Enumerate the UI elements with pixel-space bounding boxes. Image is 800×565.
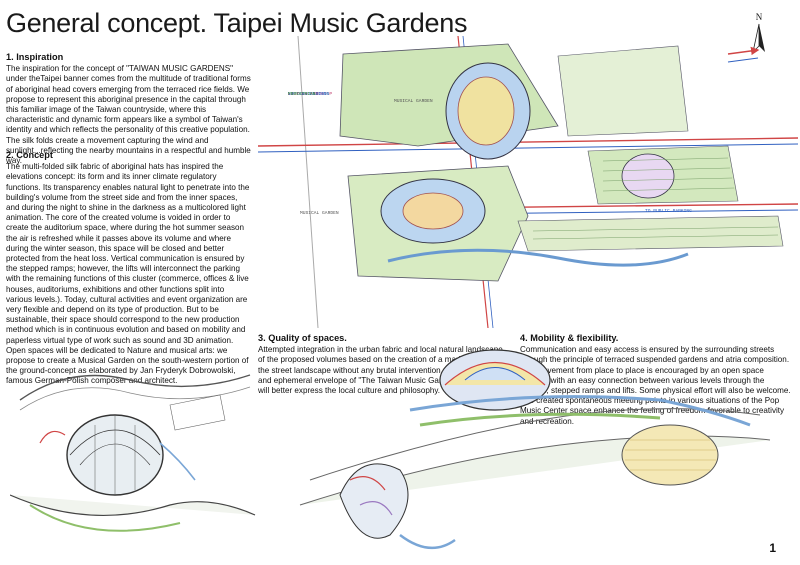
section-heading: 1. Inspiration: [6, 52, 64, 62]
plan-label-musical-garden-bottom: MUSICAL GARDEN: [300, 211, 339, 216]
building-sketch-left: [10, 374, 256, 532]
section-heading: 4. Mobility & flexibility.: [520, 333, 619, 343]
building-sketch-perspective: [299, 349, 771, 550]
site-plan-sketch: [258, 36, 798, 328]
page-title: General concept. Taipei Music Gardens: [6, 8, 468, 38]
section-quality: 3. Quality of spaces. Attempted integrat…: [258, 333, 508, 396]
section-heading: 3. Quality of spaces.: [258, 333, 347, 343]
section-heading: 2. Concept: [6, 150, 53, 160]
section-concept: 2. Concept The multi-folded silk fabric …: [6, 150, 251, 387]
section-body: Attempted integration in the urban fabri…: [258, 345, 509, 396]
legend-item: VH CIRCULATION: [288, 92, 327, 97]
plan-label-musical-garden: MUSICAL GARDEN: [394, 99, 433, 104]
legend-item: BICYCLE BUS STOP: [288, 92, 333, 97]
legend-item: PEDESTRIAN: [288, 92, 316, 97]
section-body: The multi-folded silk fabric of aborigin…: [6, 162, 250, 386]
plan-label-parking: TO PUBLIC PARKING: [645, 209, 692, 214]
section-body: The inspiration for the concept of "TAIW…: [6, 64, 251, 166]
north-label: N: [755, 12, 763, 22]
legend-item: LIFT LOCATION: [288, 92, 324, 97]
legend-item: SUP CIRCULATION: [288, 92, 330, 97]
section-inspiration: 1. Inspiration The inspiration for the c…: [6, 52, 251, 166]
legend-item: BICYCLE ROUTE: [288, 92, 324, 97]
page-number: 1: [769, 541, 776, 555]
